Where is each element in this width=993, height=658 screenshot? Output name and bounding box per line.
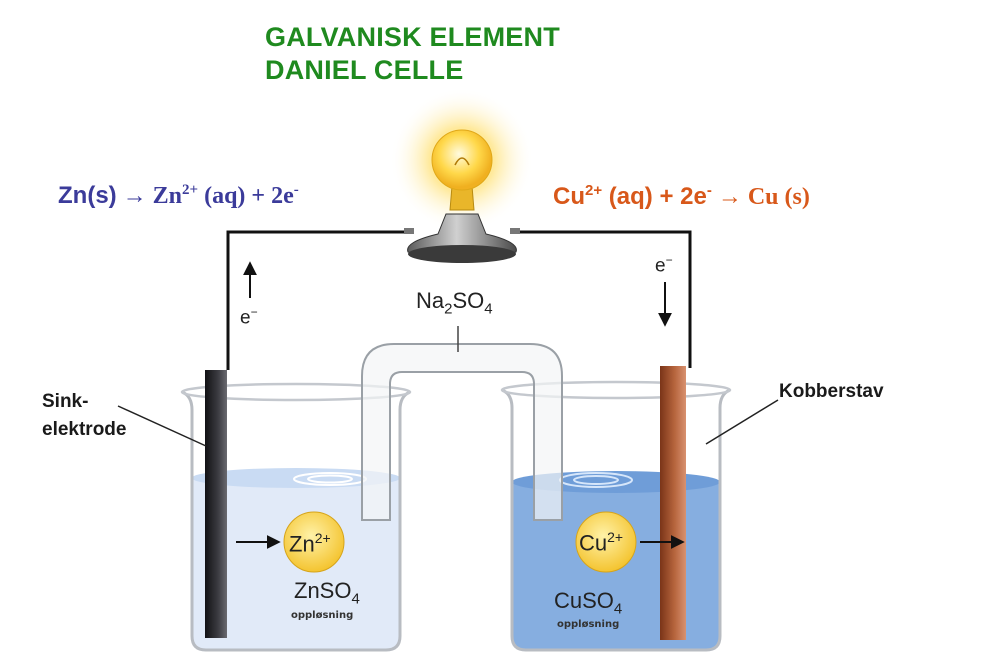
eq-right-rest: (aq) + 2e <box>602 183 707 210</box>
electron-left-e: e <box>240 307 251 329</box>
cu-ion-circle <box>575 511 637 573</box>
cuso4-label: CuSO4 <box>554 588 622 617</box>
left-solution-note: oppløsning <box>291 610 354 621</box>
eq-left-electron-sup: - <box>293 182 299 198</box>
sink-leader-line <box>117 405 207 447</box>
eq-right-electron-sup: - <box>706 182 712 199</box>
copper-rod-label: Kobberstav <box>779 381 884 402</box>
eq-left-charge: 2+ <box>182 182 199 198</box>
salt-bridge-label: Na2SO4 <box>416 288 493 317</box>
znso4-text: ZnSO <box>294 578 352 603</box>
electron-right-sup: − <box>665 253 673 267</box>
eq-left-rest: (aq) + 2e <box>198 183 294 209</box>
cu-ion-label: Cu2+ <box>579 529 623 556</box>
eq-right-product: Cu (s) <box>747 184 810 210</box>
zn-ion-symbol: Zn <box>289 531 315 557</box>
salt-bridge-na: Na <box>416 288 445 313</box>
salt-bridge-so: SO <box>452 288 485 313</box>
electron-right-e: e <box>655 255 666 277</box>
electron-label-right: e− <box>655 253 673 277</box>
title-line-2: DANIEL CELLE <box>265 55 464 85</box>
sink-electrode-label-line1: Sink- <box>42 391 89 412</box>
copper-half-reaction: Cu2+ (aq) + 2e- → Cu (s) <box>553 182 810 211</box>
cu-ion-symbol: Cu <box>579 530 608 556</box>
eq-right-arrow: → <box>711 184 748 210</box>
kobber-leader-line <box>705 399 779 445</box>
znso4-label: ZnSO4 <box>294 578 360 607</box>
salt-bridge <box>361 326 563 521</box>
zn-ion-label: Zn2+ <box>289 530 331 557</box>
eq-right-charge: 2+ <box>585 182 603 199</box>
cu-ion-charge: 2+ <box>607 529 624 545</box>
sink-electrode-label-line2: elektrode <box>42 419 127 440</box>
eq-left-ion: Zn <box>152 183 183 209</box>
zinc-half-reaction: Zn(s) → Zn2+ (aq) + 2e- <box>58 182 299 210</box>
copper-electrode <box>660 366 686 640</box>
eq-left-arrow: → <box>116 183 153 209</box>
cuso4-text: CuSO <box>554 588 614 613</box>
znso4-sub: 4 <box>351 590 360 608</box>
zinc-electrode <box>205 370 227 638</box>
external-wire <box>226 230 692 370</box>
cuso4-sub: 4 <box>613 600 623 618</box>
title-line-1: GALVANISK ELEMENT <box>265 22 560 52</box>
light-bulb-icon <box>390 88 534 263</box>
right-solution-note: oppløsning <box>557 619 620 630</box>
eq-right-ion: Cu <box>553 183 585 210</box>
zn-ion-charge: 2+ <box>314 530 331 546</box>
zn-ion-circle <box>283 511 345 573</box>
salt-bridge-sub1: 2 <box>444 300 453 318</box>
electron-left-sup: − <box>250 305 258 319</box>
eq-left-reactant: Zn(s) <box>58 182 117 209</box>
salt-bridge-sub2: 4 <box>484 300 493 318</box>
electron-label-left: e− <box>240 305 258 329</box>
